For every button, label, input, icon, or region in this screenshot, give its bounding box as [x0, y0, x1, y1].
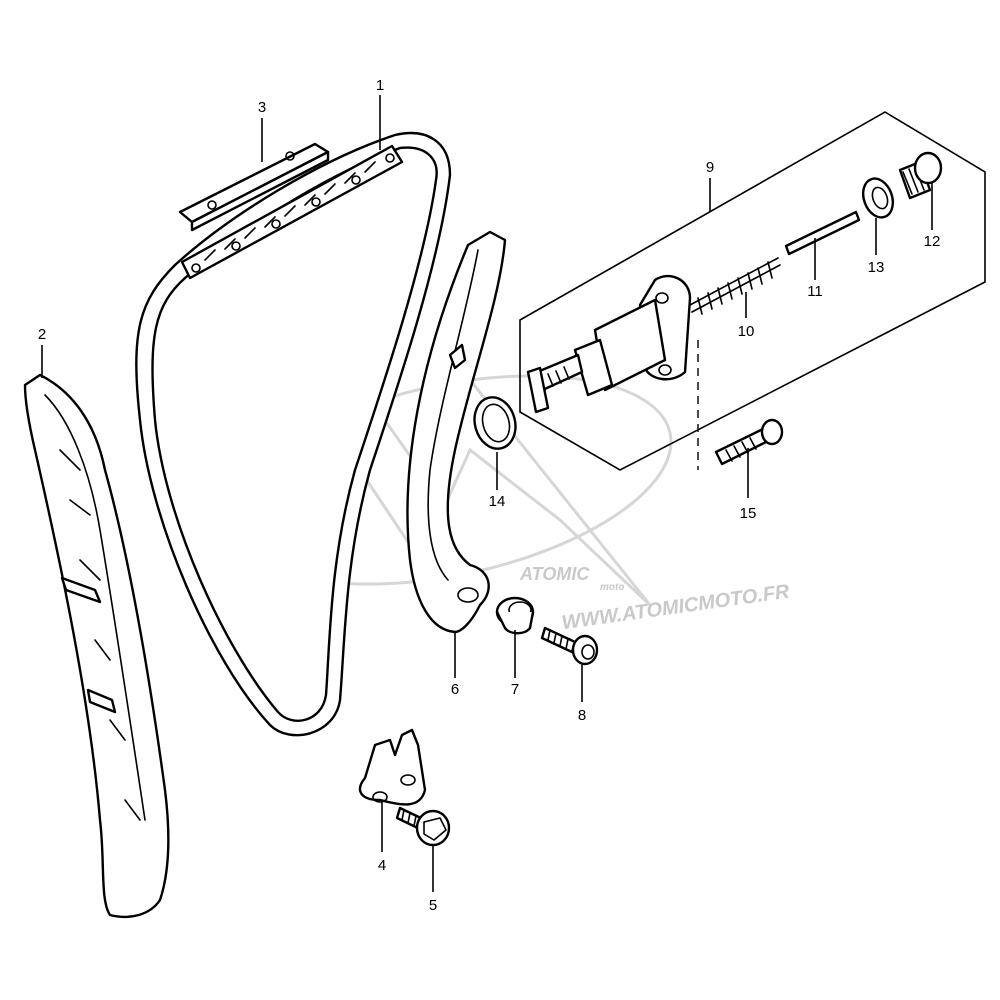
chain-guide-right	[406, 230, 507, 634]
o-ring	[473, 396, 517, 450]
callout-12: 12	[924, 233, 941, 250]
watermark-brand: ATOMIC	[519, 564, 590, 584]
callout-8: 8	[578, 707, 586, 724]
callout-13: 13	[868, 259, 885, 276]
callout-5: 5	[429, 897, 437, 914]
guide-bolt	[540, 626, 599, 666]
watermark-url: WWW.ATOMICMOTO.FR	[560, 581, 791, 635]
cam-chain-links	[180, 144, 404, 280]
tensioner-assembly-box	[519, 111, 986, 471]
callout-1: 1	[376, 77, 384, 94]
callout-3: 3	[258, 99, 266, 116]
mounting-bolt	[714, 418, 784, 466]
callout-2: 2	[38, 326, 46, 343]
washer	[861, 177, 895, 219]
bracket-bolt	[395, 806, 451, 847]
bracket	[358, 728, 427, 806]
callout-6: 6	[451, 681, 459, 698]
chain-guide-left	[23, 373, 170, 919]
watermark-brand-sub: moto	[600, 582, 624, 593]
callout-10: 10	[738, 323, 755, 340]
callout-15: 15	[740, 505, 757, 522]
callout-9: 9	[706, 159, 714, 176]
cam-chain	[135, 131, 452, 737]
chain-guide-top	[178, 142, 330, 232]
leader-lines	[41, 95, 933, 892]
callout-labels: 1 2 3 4 5 6 7 8 9 10 11 12 13 14 15	[38, 77, 941, 914]
spring	[689, 257, 781, 315]
callout-4: 4	[378, 857, 386, 874]
callout-7: 7	[511, 681, 519, 698]
tensioner-body	[526, 274, 692, 414]
bushing	[495, 596, 535, 635]
callout-14: 14	[489, 493, 506, 510]
pushrod	[784, 210, 861, 256]
cap-bolt	[898, 151, 943, 200]
callout-11: 11	[807, 283, 823, 300]
